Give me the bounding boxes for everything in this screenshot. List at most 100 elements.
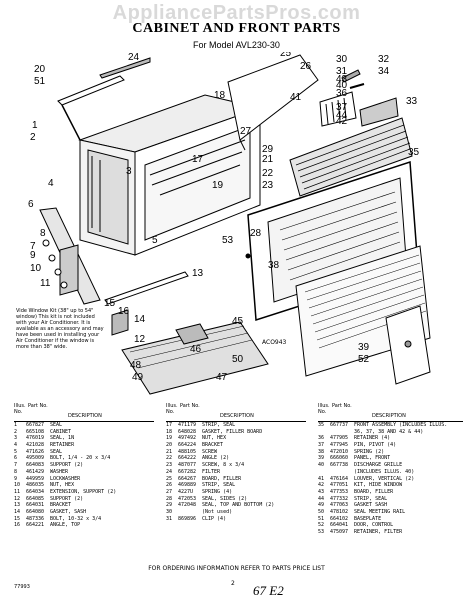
header-illus-no: Illus. No. xyxy=(166,403,178,415)
cell-part-no: 667738 xyxy=(330,462,349,469)
cell-illus-no: 38 xyxy=(318,448,325,455)
top-seal-strip xyxy=(57,57,151,106)
cell-illus-no: 9 xyxy=(14,475,18,482)
cell-illus-no: 15 xyxy=(14,515,21,522)
cell-illus-no: 49 xyxy=(318,502,325,509)
callout-44: 44 xyxy=(336,110,348,121)
cell-description: FRONT ASSEMBLY (INCLUDES ILLUS. xyxy=(354,422,448,428)
cell-description: EXTENSION, SUPPORT (2) xyxy=(50,488,117,495)
cell-illus-no: 27 xyxy=(166,488,173,495)
cell-part-no: 486035 xyxy=(26,482,45,489)
callout-7: 7 xyxy=(30,241,36,252)
cell-description: BASEPLATE xyxy=(354,515,382,522)
cell-illus-no: 41 xyxy=(318,475,325,482)
callout-28: 28 xyxy=(250,228,262,239)
cell-illus-no: 43 xyxy=(318,488,325,495)
callout-4: 4 xyxy=(48,178,54,189)
callout-48: 48 xyxy=(130,360,142,371)
cell-part-no: 477945 xyxy=(330,442,349,449)
cabinet xyxy=(61,94,262,256)
cell-description: BRACKET xyxy=(202,442,224,449)
table-header: Illus. No. Part No. DESCRIPTION xyxy=(14,399,154,422)
cell-description: KIT, HIDE WINDOW xyxy=(354,482,403,489)
cell-description: BOARD, FILLER xyxy=(354,488,394,495)
cell-illus-no: 10 xyxy=(14,482,21,489)
cell-illus-no: 8 xyxy=(14,468,18,475)
cell-description: STRIP, SEAL xyxy=(202,482,236,489)
callout-32: 32 xyxy=(378,54,390,65)
cell-illus-no: 18 xyxy=(166,428,173,435)
cell-illus-no: 51 xyxy=(318,515,325,522)
window-kit-note: Vide Window Kit (38" up to 54" window) T… xyxy=(16,308,104,350)
cell-part-no: 472053 xyxy=(178,495,197,502)
cell-illus-no: 36 xyxy=(318,435,325,442)
cell-illus-no: 42 xyxy=(318,482,325,489)
callout-30: 30 xyxy=(336,54,348,65)
callout-17: 17 xyxy=(192,154,204,165)
cell-description: CLIP (4) xyxy=(202,515,227,522)
cell-illus-no: 31 xyxy=(166,515,173,522)
callout-45: 45 xyxy=(232,316,244,327)
cell-illus-no: 44 xyxy=(318,495,325,502)
cell-part-no: 487077 xyxy=(178,462,197,469)
cell-illus-no: 6 xyxy=(14,455,18,462)
callout-27: 27 xyxy=(240,126,252,137)
cell-illus-no: 4 xyxy=(14,442,18,449)
cell-description: STRIP, SEAL xyxy=(202,422,236,428)
cell-illus-no: 24 xyxy=(166,468,173,475)
callout-22: 22 xyxy=(262,168,274,179)
callout-5: 5 xyxy=(152,235,158,246)
cell-description: GASKET, SASH xyxy=(50,508,87,515)
cell-illus-no: 12 xyxy=(14,495,21,502)
header-illus-no: Illus. No. xyxy=(318,403,330,415)
cell-description: (Not used) xyxy=(202,508,233,515)
control-door xyxy=(385,305,431,385)
cell-description: FILTER xyxy=(202,468,221,475)
page-number: 2 xyxy=(231,580,235,587)
callout-3: 3 xyxy=(126,166,132,177)
callout-21: 21 xyxy=(262,154,274,165)
callout-42: 42 xyxy=(336,116,348,127)
cell-illus-no: 37 xyxy=(318,442,325,449)
callout-11: 11 xyxy=(40,278,51,289)
cell-part-no: 664080 xyxy=(26,508,45,515)
cell-part-no: 475097 xyxy=(330,529,349,535)
cell-illus-no: 50 xyxy=(318,508,325,515)
callout-36: 36 xyxy=(336,88,348,99)
window-kit xyxy=(121,321,269,395)
cell-illus-no: 17 xyxy=(166,422,173,428)
cell-part-no: 495009 xyxy=(26,455,45,462)
filter-assembly xyxy=(319,69,365,127)
cell-part-no: 476019 xyxy=(26,435,45,442)
cell-part-no: 461429 xyxy=(26,468,45,475)
header-part-no: Part No. xyxy=(332,403,352,409)
table-row: 24 667282 FILTER xyxy=(166,469,306,476)
callout-31: 31 xyxy=(336,66,348,77)
cell-part-no: 667282 xyxy=(178,468,197,475)
cell-illus-no: 11 xyxy=(14,488,21,495)
callout-35: 35 xyxy=(408,147,420,158)
page-title: CABINET AND FRONT PARTS xyxy=(132,21,341,36)
cell-part-no: 488105 xyxy=(178,448,197,455)
cell-illus-no: 13 xyxy=(14,502,21,509)
cell-part-no: 477353 xyxy=(330,488,349,495)
